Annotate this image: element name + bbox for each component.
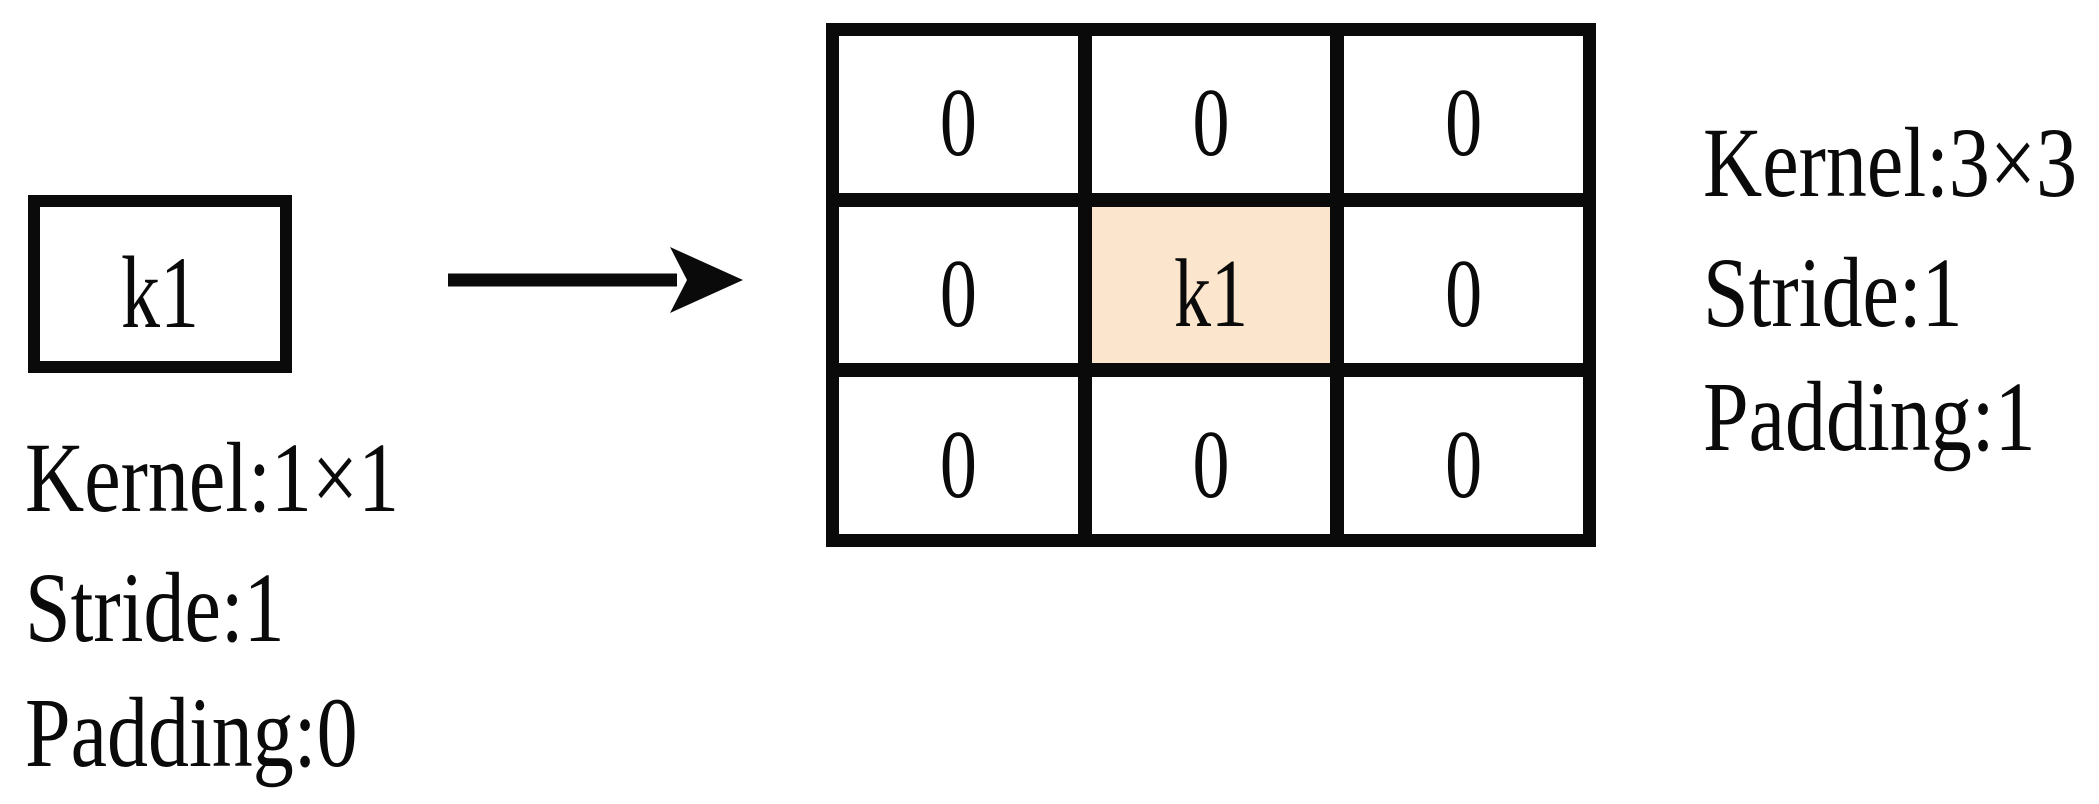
grid-cell-r1-c0: 0 [839, 206, 1078, 364]
grid-cell-r1-c2: 0 [1344, 206, 1583, 364]
source-kernel-label: k1 [121, 234, 199, 350]
grid-cell-value: 0 [939, 410, 977, 520]
expanded-kernel-grid: 0 0 0 0 k1 0 0 0 0 [826, 23, 1596, 547]
grid-cell-value: 0 [1192, 69, 1230, 178]
arrow-right-icon [448, 247, 743, 313]
grid-cell-value: 0 [1192, 410, 1230, 520]
grid-cell-value: 0 [1445, 410, 1483, 520]
grid-cell-value: 0 [1445, 69, 1483, 178]
grid-cell-r2-c2: 0 [1344, 377, 1583, 534]
grid-cell-r0-c0: 0 [839, 36, 1078, 193]
grid-cell-r0-c1: 0 [1091, 36, 1331, 193]
grid-cell-r1-c1-highlighted: k1 [1091, 206, 1331, 364]
expanded-stride-label: Stride:1 [1703, 236, 1963, 348]
grid-cell-value: 0 [939, 240, 977, 349]
grid-cell-r2-c0: 0 [839, 377, 1078, 534]
grid-cell-value: 0 [939, 69, 977, 178]
source-kernel-size-label: Kernel:1×1 [25, 421, 400, 533]
grid-cell-r2-c1: 0 [1091, 377, 1331, 534]
source-stride-label: Stride:1 [25, 551, 285, 663]
grid-cell-value: k1 [1173, 240, 1248, 349]
grid-cell-value: 0 [1445, 240, 1483, 349]
source-padding-label: Padding:0 [25, 676, 358, 788]
grid-cell-r0-c2: 0 [1344, 36, 1583, 193]
source-kernel-box: k1 [28, 195, 292, 373]
expanded-padding-label: Padding:1 [1703, 360, 2036, 472]
expanded-kernel-size-label: Kernel:3×3 [1703, 106, 2078, 218]
